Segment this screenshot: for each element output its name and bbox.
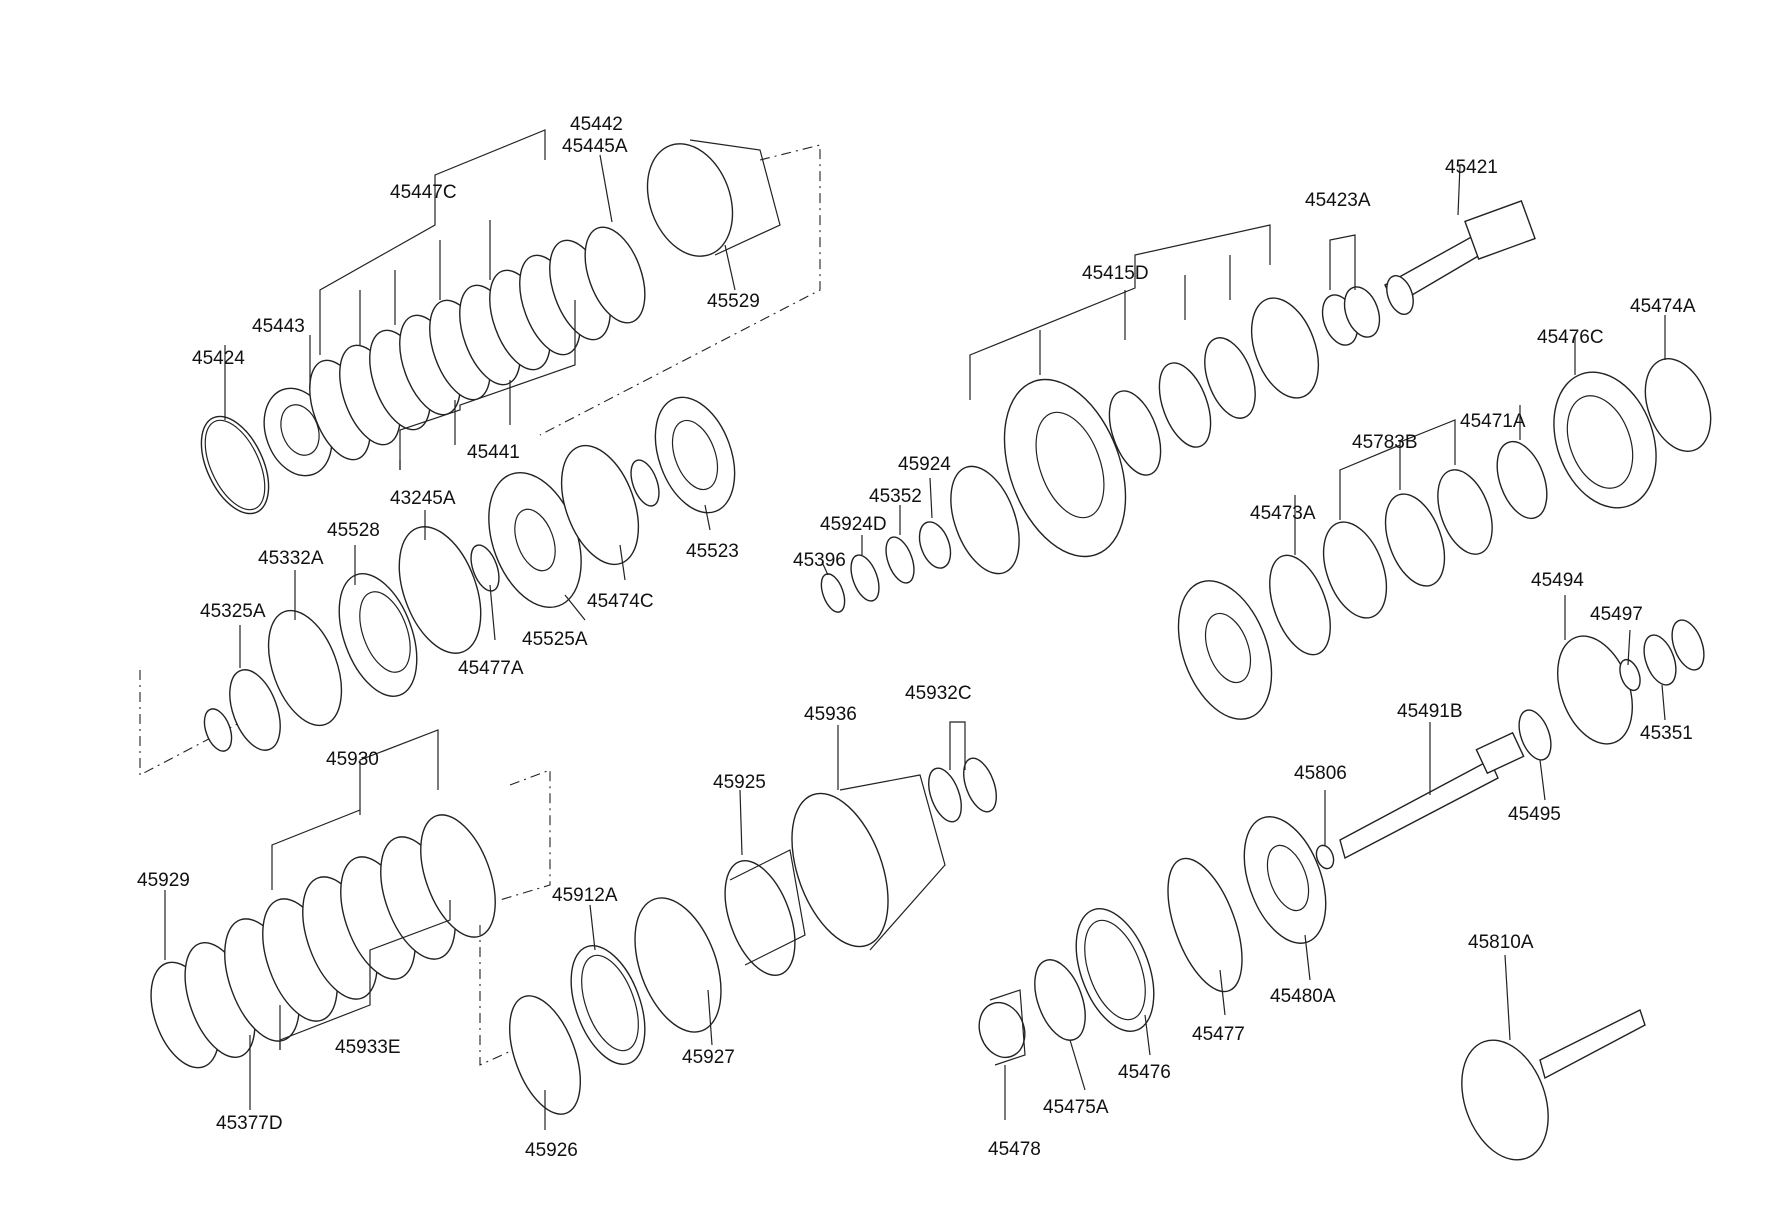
label-45471A: 45471A (1460, 411, 1526, 432)
label-45415D: 45415D (1082, 263, 1149, 284)
piston-assembly (139, 396, 736, 776)
label-45925: 45925 (713, 772, 766, 793)
label-45476C: 45476C (1537, 327, 1604, 348)
label-43245A: 43245A (390, 488, 456, 509)
label-45936: 45936 (804, 704, 857, 725)
label-45325A: 45325A (200, 601, 266, 622)
label-45447C: 45447C (390, 182, 457, 203)
label-45477: 45477 (1192, 1024, 1245, 1045)
label-45491B: 45491B (1397, 701, 1463, 722)
label-45927: 45927 (682, 1047, 735, 1068)
drum-assembly-lower (479, 721, 997, 1130)
label-45926: 45926 (525, 1140, 578, 1161)
label-45396: 45396 (793, 550, 846, 571)
label-45495: 45495 (1508, 804, 1561, 825)
label-45494: 45494 (1531, 570, 1584, 591)
label-45929: 45929 (137, 870, 190, 891)
label-45528: 45528 (327, 520, 380, 541)
label-45443: 45443 (252, 316, 305, 337)
label-45441: 45441 (467, 442, 520, 463)
label-45352: 45352 (869, 486, 922, 507)
label-45525A: 45525A (522, 629, 588, 650)
label-45478: 45478 (988, 1139, 1041, 1160)
label-45930: 45930 (326, 749, 379, 770)
label-45332A: 45332A (258, 548, 324, 569)
label-45474C: 45474C (587, 591, 654, 612)
clutch-pack-lower (150, 729, 551, 1110)
part-labels: 45442 45445A 45447C 45529 45443 45424 45… (137, 114, 1696, 1161)
label-45424: 45424 (192, 348, 245, 369)
label-45423A: 45423A (1305, 190, 1371, 211)
output-assembly (978, 595, 1705, 1161)
label-45783B: 45783B (1352, 432, 1418, 453)
label-45351: 45351 (1640, 723, 1693, 744)
label-45474A: 45474A (1630, 296, 1696, 317)
label-45912A: 45912A (552, 885, 618, 906)
label-45476: 45476 (1118, 1062, 1171, 1083)
label-45442: 45442 (570, 114, 623, 135)
label-45473A: 45473A (1250, 503, 1316, 524)
label-45933E: 45933E (335, 1037, 401, 1058)
label-45932C: 45932C (905, 683, 972, 704)
planetary-assembly (1177, 315, 1712, 720)
label-45924: 45924 (898, 454, 951, 475)
label-45523: 45523 (686, 541, 739, 562)
label-45806: 45806 (1294, 763, 1347, 784)
label-45497: 45497 (1590, 604, 1643, 625)
label-45810A: 45810A (1468, 932, 1534, 953)
label-45445A: 45445A (562, 136, 628, 157)
label-45924D: 45924D (820, 514, 887, 535)
clutch-pack-upper (200, 129, 821, 515)
label-45480A: 45480A (1270, 986, 1336, 1007)
label-45477A: 45477A (458, 658, 524, 679)
label-45475A: 45475A (1043, 1097, 1109, 1118)
label-45377D: 45377D (216, 1113, 283, 1134)
label-45421: 45421 (1445, 157, 1498, 178)
input-shaft-assembly (820, 164, 1536, 613)
label-45529: 45529 (707, 291, 760, 312)
